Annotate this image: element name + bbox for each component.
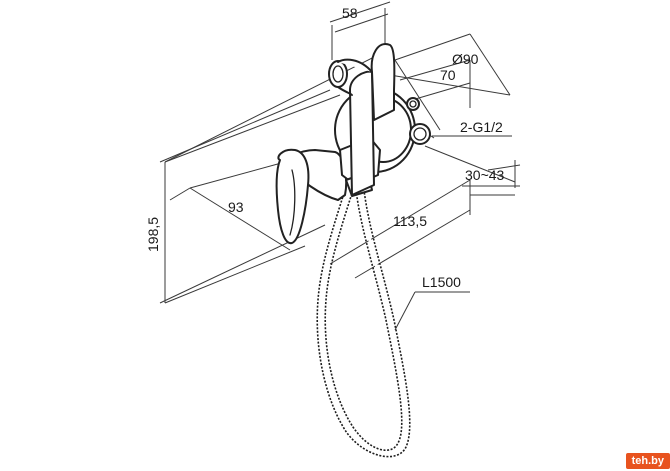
dim-93: 93	[228, 199, 244, 215]
dim-diameter-90: Ø90	[452, 51, 479, 67]
watermark: teh.by	[441, 451, 670, 471]
dim-hose-length: L1500	[422, 274, 461, 290]
dimension-labels: 58 Ø90 70 2-G1/2 30~43 93 113,5 198,5 L1…	[145, 5, 505, 290]
hose	[316, 179, 411, 458]
mixer-body	[275, 148, 348, 245]
dim-thread: 2-G1/2	[460, 119, 503, 135]
dim-113-5: 113,5	[393, 213, 427, 229]
dim-70: 70	[440, 67, 456, 83]
dim-58: 58	[342, 5, 358, 21]
dimension-lines	[159, 1, 521, 331]
watermark-text: teh.by	[625, 453, 670, 469]
dim-198-5: 198,5	[145, 217, 161, 252]
dim-range: 30~43	[465, 167, 505, 183]
hand-shower	[328, 43, 396, 196]
